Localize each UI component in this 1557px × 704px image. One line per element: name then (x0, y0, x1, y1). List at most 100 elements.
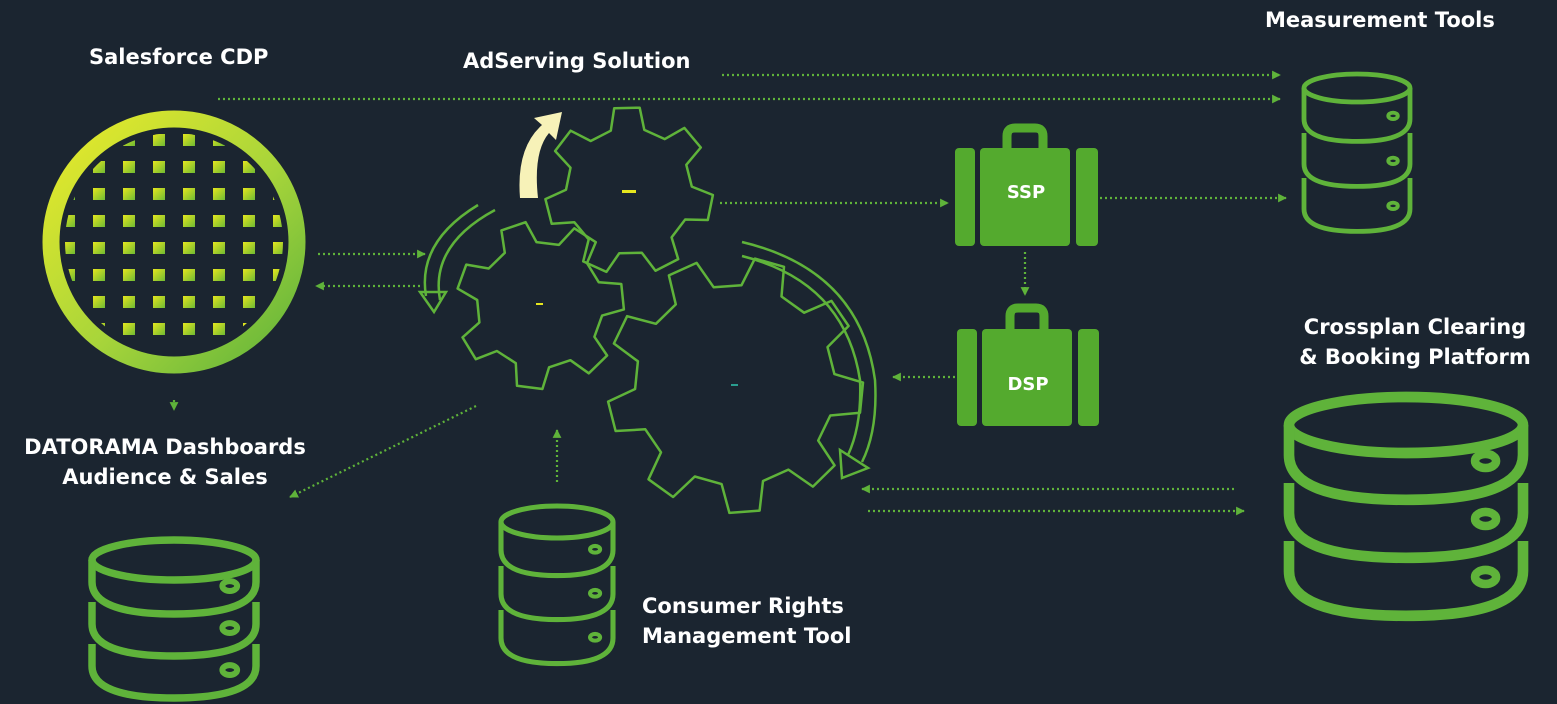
globe-dot (213, 215, 225, 227)
globe-dot (273, 134, 283, 146)
globe-dot (243, 296, 255, 308)
globe-dot (123, 161, 135, 173)
ssp-briefcase-icon (955, 123, 1098, 246)
gear-hub-top (622, 190, 636, 193)
db-cap (88, 536, 260, 584)
globe-dot (183, 269, 195, 281)
db-cap (1301, 71, 1413, 105)
db-tier (1301, 88, 1413, 144)
consumer-rights-database-icon (498, 503, 616, 667)
db-tier (498, 566, 616, 623)
globe-dot (243, 215, 255, 227)
db-light (1386, 200, 1400, 212)
db-light (1470, 565, 1501, 589)
gear-hub-big (731, 384, 738, 386)
connectors (169, 70, 1287, 516)
crossplan-label-line1: Crossplan Clearing (1303, 315, 1527, 339)
globe-dot (183, 242, 195, 254)
globe-dot (93, 269, 105, 281)
globe-dot (183, 323, 195, 335)
datorama-label: DATORAMA Dashboards Audience & Sales (0, 432, 330, 492)
db-tier (88, 602, 260, 660)
adserving-solution-label: AdServing Solution (463, 49, 691, 73)
globe-dot (153, 296, 165, 308)
globe-dot (65, 134, 75, 146)
db-light (1386, 110, 1400, 122)
gear-hub-left (536, 303, 543, 305)
measurement-tools-label: Measurement Tools (1265, 8, 1495, 32)
globe-dot (213, 323, 225, 335)
globe-dot (123, 269, 135, 281)
globe-dot (153, 161, 165, 173)
gear-icon-big (606, 257, 865, 515)
db-light (219, 578, 241, 594)
globe-dot (123, 242, 135, 254)
db-light (219, 662, 241, 678)
globe-dot (243, 188, 255, 200)
globe-dot (93, 215, 105, 227)
globe-dot (153, 323, 165, 335)
adserving-arrow-icon (519, 112, 562, 198)
globe-dot (123, 215, 135, 227)
globe-dot (123, 323, 135, 335)
globe-dot (153, 242, 165, 254)
dsp-label: DSP (1007, 374, 1049, 395)
globe-dot (183, 296, 195, 308)
globe-dot (273, 215, 283, 227)
db-light (219, 620, 241, 636)
db-tier (1283, 425, 1529, 506)
globe-dot (153, 215, 165, 227)
db-light (1470, 507, 1501, 531)
db-light (588, 543, 603, 555)
globe-dot (93, 188, 105, 200)
rotation-arrow-big (741, 240, 877, 480)
db-tier (88, 644, 260, 702)
globe-dot (243, 161, 255, 173)
db-tier (1301, 133, 1413, 189)
db-light (588, 631, 603, 643)
db-tier (1301, 178, 1413, 234)
consumer-rights-label-line1: Consumer Rights (642, 594, 844, 618)
db-tier (498, 522, 616, 579)
globe-dot (183, 188, 195, 200)
globe-dot (123, 188, 135, 200)
globe-dot (183, 161, 195, 173)
globe-dot (123, 296, 135, 308)
globe-dot (153, 269, 165, 281)
db-light (1386, 155, 1400, 167)
db-cap (1283, 391, 1529, 459)
ssp-label: SSP (1006, 182, 1046, 203)
consumer-rights-label: Consumer Rights Management Tool (642, 591, 851, 651)
gear-icon-left (456, 220, 626, 391)
salesforce-cdp-icon (42, 110, 306, 374)
rotation-arrow-left (417, 203, 496, 315)
datorama-label-line2: Audience & Sales (62, 465, 268, 489)
measurement-database-icon (1301, 71, 1413, 234)
globe-dot (213, 188, 225, 200)
globe-dot (153, 188, 165, 200)
globe-dot (65, 242, 75, 254)
crossplan-database-icon (1283, 391, 1529, 622)
db-tier (1283, 483, 1529, 564)
globe-dot (213, 296, 225, 308)
globe-dot (153, 134, 165, 146)
globe-dot (213, 242, 225, 254)
crossplan-label: Crossplan Clearing & Booking Platform (1275, 312, 1555, 372)
datorama-label-line1: DATORAMA Dashboards (24, 435, 306, 459)
gear-icon-top (544, 106, 715, 274)
globe-dot (243, 269, 255, 281)
globe-dot (93, 296, 105, 308)
db-tier (88, 560, 260, 618)
dsp-briefcase-icon (957, 303, 1099, 426)
crossplan-label-line2: & Booking Platform (1299, 345, 1531, 369)
globe-dot (183, 215, 195, 227)
datorama-database-icon (88, 536, 260, 702)
salesforce-cdp-label: Salesforce CDP (89, 45, 269, 69)
globe-dot (213, 161, 225, 173)
globe-dot (213, 269, 225, 281)
globe-dot (183, 134, 195, 146)
globe-dot (273, 242, 283, 254)
db-tier (1283, 541, 1529, 622)
db-cap (498, 503, 616, 541)
